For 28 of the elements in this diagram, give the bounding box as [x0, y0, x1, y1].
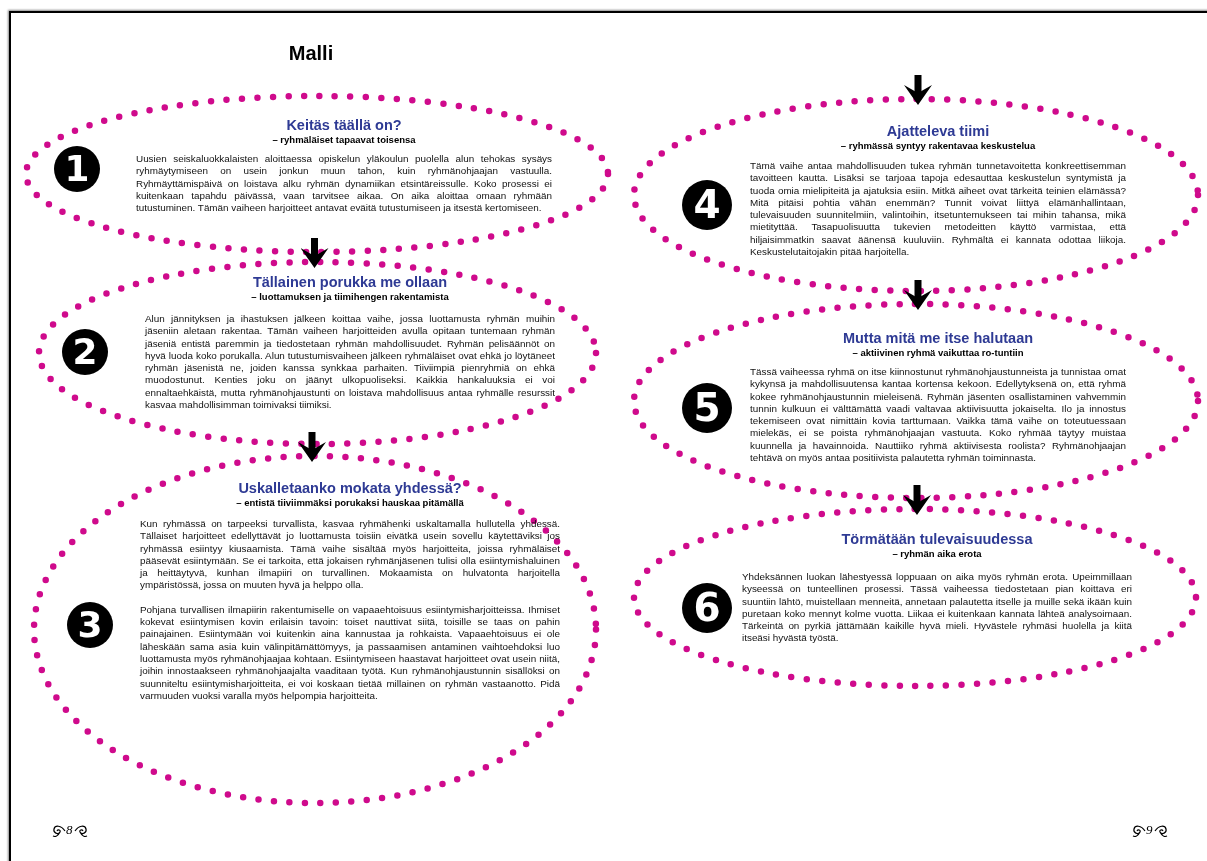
phase-subtitle: – ryhmäläiset tapaavat toisensa — [271, 134, 417, 146]
phase-description: Kun ryhmässä on tarpeeksi turvallista, kasvaa ryhmähenki uskaltamalla hullutella yhdessä. Tällaiset harjoitteet edellyttävät jo luottamusta toisiin eivätkä usein sovellu käytettäviksi jos ryhmässä esiintyy kiusaamista. Tämä vaihe sisältää myös harjoitteita, joissa ryhmäläiset pääsevät esiintymään. Se ei tarkoita, että jokaisen ryhmänjäsenen tulisi olla esiintymishaluinen ja heittäytyvä, kunhan ilmapiiri on turvallinen. Mokaamista on hulvatonta harjoitella ympäristössä, jossa on muuten hyvä ja helppo olla. — [140, 518, 560, 592]
number-circle: 6 — [682, 583, 732, 633]
phase-heading: Mutta mitä me itse halutaan — [841, 330, 1035, 347]
phase-subtitle: – entistä tiiviimmäksi porukaksi hauskaa pitämällä — [235, 497, 465, 509]
number-circle: 1 — [54, 146, 100, 192]
phase-description: Tämä vaihe antaa mahdollisuuden tukea ryhmän tunnetavoitetta konkreettisemman tavoitteen kautta. Lisäksi se tarjoaa tapoja edesauttaa keskustelun syntymistä ja tuoda omia mielipiteitä ja ajatuksia esiin. Mitkä aiheet ovat tärkeitä teinien elämässä? Mitä pitäisi pohtia vähän enemmän? Tunnit voivat liittyä elämänhallintaan, tulevaisuuden suunnitelmiin, valintoihin, itsetuntemukseen tai mihin tahansa, mikä mietityttää. Tasapuolisuutta tukevien metodeitten käyttö varmistaa, että hiljaisimmatkin saavat äänensä kuuluviin. Ryhmältä ei kannata odottaa liikoja. Keskustelutaitojakin pitää harjoitella. — [750, 160, 1126, 259]
phase-description: Tässä vaiheessa ryhmä on itse kiinnostunut ryhmänohjaustunneista ja tunnistaa omat kykynsä ja mahdollisuutensa kantaa kortensa kekoon. Edellytyksenä on, että ryhmä kokee ryhmänohjaustunnin mieleisenä. Ryhmän jäsenten osallistaminen vahvemmin tunnin kulkuun ei välttämättä vaadi valtavaa aktiivisuutta jokaiselta. Ilo ja innostus tekemiseen ovat nimittäin kovia tarttumaan. Vaikka tämä vaihe on toteutuessaan mielekäs, ei se poista ryhmänohjaajan vastuuta. Koko ryhmää täytyy muistaa kuunnella ja havainnoida. Nauttiiko ryhmä aktiivisesta roolista? Ryhmänohjaajan tehtävä on myös antaa positiivista palautetta ryhmän toiminnasta. — [750, 366, 1126, 465]
phase-description: Pohjana turvallisen ilmapiirin rakentumiselle on vapaaehtoisuus esiintymisharjoitteissa. Ihmiset kokevat esiintymisen kovin erilaisin tavoin: toiset nauttivat siitä, toisille se taas on pahin painajainen. Esiintymään voi kuitenkin aina kannustaa ja rohkaista. Vapaaehtoisuus ei ole läheskään sama asia kuin välinpitämättömyys, ja passaamisen antaminen vaihtoehdoksi luo luottamusta myös ryhmänohjaajaa kohtaan. Esiintymiseen haastavat harjoitteet ovat usein niitä, joihin innostaakseen ryhmänohjaajalta vaaditaan työtä. Kun ryhmänohjaustunnin sisällöksi on suunniteltu esiintymisharjoitteita, ei voi koskaan tietää millainen on ryhmän vastaanotto. Pidä varmuuden vuoksi varalla myös helpompia harjoitteita. — [140, 603, 560, 703]
phase-subtitle: – luottamuksen ja tiimihengen rakentamista — [250, 291, 450, 303]
phase-description: Alun jännityksen ja ihastuksen jälkeen koittaa vaihe, jossa luottamusta ryhmän muihin jäseniin aletaan rakentaa. Tämän vaiheen harjoitteiden avulla opitaan tuntemaan ryhmän jäseniä entistä paremmin ja tiedostetaan ryhmän mahdollisuudet. Ryhmän pelisäännöt on hyvä luoda koko porukalla. Alun tutustumisvaiheen jälkeen ryhmäläiset ovat ehkä jo löytäneet ryhmän jäsenistä ne, joiden kanssa synkkaa parhaiten. Tiiviimpiä pienryhmiä on ehkä muodostunut. Kenties joku on jäänyt ulkopuoliseksi. Kaikkia hankaluuksia ei voi ennaltaehkäistä, mutta ryhmänohjaustunti on loistava mahdollisuus antaa ryhmälle resurssit kasvaa mahdollisimman toimivaksi tiimiksi. — [145, 313, 555, 412]
page-number: 9 — [1146, 822, 1153, 838]
phase-heading: Ajatteleva tiimi — [885, 123, 991, 140]
number-circle: 2 — [62, 329, 108, 375]
page-number: 8 — [66, 822, 73, 838]
phase-description: Uusien seiskaluokkalaisten aloittaessa opiskelun yläkoulun puolella alun tehokas sysäys ryhmäytymiseen on usein jonkun muun tahon, kuin ryhmänohjaajan vastuulla. Ryhmäyttämispäivä on loistava alku ryhmän dynamiikan etsintäreissulle. Koko prosessi ei kuitenkaan tapahdu päivässä, vaan tarvitsee aikaa. On aika aloittaa omaan ryhmään tutustuminen. Tämän vaiheen harjoitteet antavat eväitä tutustumiseen ja itsestä kertomiseen. — [136, 153, 552, 215]
phase-heading: Törmätään tulevaisuudessa — [840, 531, 1034, 548]
phase-subtitle: – aktiivinen ryhmä vaikuttaa ro-tuntiin — [851, 347, 1025, 359]
phase-heading: Uskalletaanko mokata yhdessä? — [237, 480, 463, 497]
phase-description: Yhdeksännen luokan lähestyessä loppuaan on aika myös ryhmän erota. Upeimmillaan kyseessä on tunteellinen prosessi. Tässä vaiheessa tiedostetaan pian koittava eri suuntiin lähtö, muistellaan menneitä, annetaan palautetta itselle ja muille sekä ikään kuin puretaan koko mennyt kolme vuotta. Liikaa ei kuitenkaan kannata lähteä analysoimaan. Tärkeintä on pyrkiä jättämään kaikille hyvä mieli. Hyvästele ryhmäsi huolella ja kiitä itseäsi hyvästä työstä. — [742, 571, 1132, 645]
phase-subtitle: – ryhmän aika erota — [891, 548, 983, 560]
phase-heading: Tällainen porukka me ollaan — [251, 274, 449, 291]
phase-subtitle: – ryhmässä syntyy rakentavaa keskustelua — [839, 140, 1037, 152]
number-circle: 5 — [682, 383, 732, 433]
number-circle: 4 — [682, 180, 732, 230]
phase-heading: Keitäs täällä on? — [285, 117, 403, 134]
number-circle: 3 — [67, 602, 113, 648]
page-title: Malli — [287, 42, 335, 65]
